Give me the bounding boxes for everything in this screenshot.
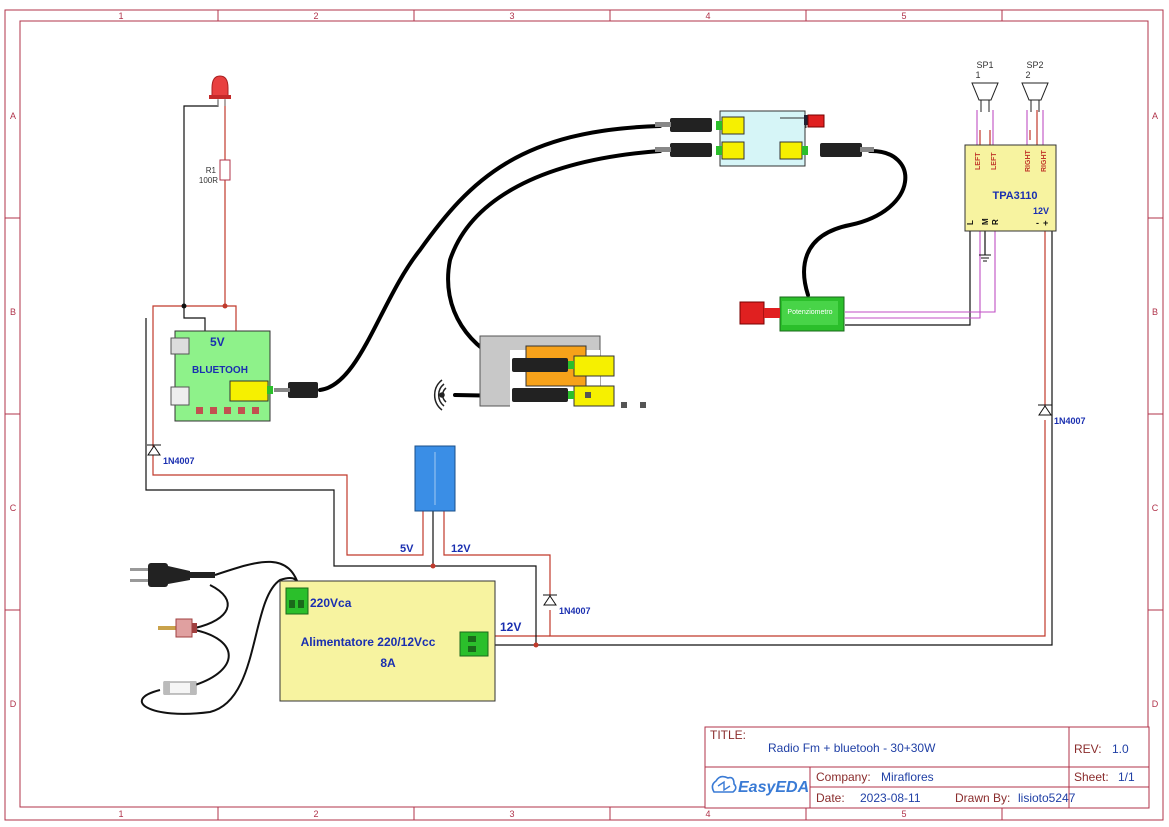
speaker-sp1-icon xyxy=(971,82,999,112)
col-label: 2 xyxy=(313,809,318,819)
psu-12v-label: 12V xyxy=(500,620,521,634)
sp2-pin: 2 xyxy=(1025,70,1030,80)
power-supply xyxy=(279,580,496,702)
amp-pin-m: M xyxy=(981,218,990,225)
red-wires xyxy=(152,100,1046,637)
diode-icon xyxy=(543,594,557,606)
date-value: 2023-08-11 xyxy=(860,791,921,805)
amp-pin-label: LEFT xyxy=(975,152,982,170)
conv-5v-label: 5V xyxy=(400,543,414,555)
bt-name-label: BLUETOOH xyxy=(192,365,248,376)
row-label: D xyxy=(10,699,17,709)
diode-icon xyxy=(147,444,161,456)
company-value: Miraflores xyxy=(881,770,934,784)
sp2-ref: SP2 xyxy=(1026,60,1043,70)
speaker-sp2-icon xyxy=(1021,82,1049,112)
amp-pin-label: RIGHT xyxy=(1041,150,1048,173)
audio-cables xyxy=(318,124,908,398)
amp-pin-label: LEFT xyxy=(991,152,998,170)
frame-labels: 1 2 3 4 5 1 2 3 4 5 A B C D A B C D xyxy=(10,11,1159,819)
diode-right-label: 1N4007 xyxy=(1054,416,1086,426)
rev-value: 1.0 xyxy=(1112,742,1129,756)
resistor-r1: R1 100R xyxy=(199,159,231,185)
sp1-pin: 1 xyxy=(975,70,980,80)
row-label: B xyxy=(10,307,16,317)
diode-left-label: 1N4007 xyxy=(163,456,195,466)
sp1-ref: SP1 xyxy=(976,60,993,70)
r1-value-label: 100R xyxy=(199,176,218,185)
dc-converter xyxy=(414,445,456,512)
drawn-caption: Drawn By: xyxy=(955,791,1010,805)
amp-pin-l: L xyxy=(966,220,975,225)
mains-cords xyxy=(140,560,301,715)
col-label: 5 xyxy=(901,809,906,819)
sheet-value: 1/1 xyxy=(1118,770,1135,784)
led-icon xyxy=(209,75,231,106)
jack-plugs xyxy=(655,118,874,157)
audio-wires xyxy=(845,110,1044,319)
amplifier-tpa3110 xyxy=(964,144,1057,232)
amp-pin-plus: + xyxy=(1043,218,1048,228)
bluetooth-module: 5V BLUETOOH xyxy=(170,330,273,422)
col-label: 5 xyxy=(901,11,906,21)
drawing-frame xyxy=(4,9,1164,821)
ground-symbol xyxy=(979,254,991,262)
diode-mid-label: 1N4007 xyxy=(559,606,591,616)
row-label: C xyxy=(1152,503,1159,513)
col-label: 4 xyxy=(705,11,710,21)
logo-text: EasyEDA xyxy=(738,779,809,796)
row-label: D xyxy=(1152,699,1159,709)
amp-pin-label: RIGHT xyxy=(1025,150,1032,173)
psu-220-label: 220Vca xyxy=(310,596,352,610)
mains-plug-icon xyxy=(130,563,215,587)
amp-pin-minus: - xyxy=(1036,218,1039,228)
pot-label: Potenziometro xyxy=(787,309,832,316)
row-label: C xyxy=(10,503,17,513)
amp-name-label: TPA3110 xyxy=(992,190,1037,202)
date-caption: Date: xyxy=(816,791,845,805)
r1-ref-label: R1 xyxy=(206,166,217,175)
wifi-antenna-icon xyxy=(433,379,447,411)
potentiometer: Potenziometro xyxy=(739,296,845,332)
rev-caption: REV: xyxy=(1074,742,1102,756)
jack-plug-icon xyxy=(274,382,318,398)
sheet-caption: Sheet: xyxy=(1074,770,1109,784)
title-value: Radio Fm + bluetooh - 30+30W xyxy=(768,741,936,755)
company-caption: Company: xyxy=(816,770,871,784)
fm-radio-module xyxy=(479,335,646,410)
audio-switch-board xyxy=(716,110,825,167)
psu-amp-label: 8A xyxy=(380,656,396,670)
bt-5v-label: 5V xyxy=(210,335,225,349)
col-label: 1 xyxy=(118,809,123,819)
junction-dots xyxy=(181,303,539,648)
conv-12v-label: 12V xyxy=(451,543,471,555)
easyeda-logo: EasyEDA xyxy=(711,775,809,796)
psu-name-label: Alimentatore 220/12Vcc xyxy=(301,635,436,649)
col-label: 2 xyxy=(313,11,318,21)
row-label: A xyxy=(10,111,16,121)
col-label: 3 xyxy=(509,809,514,819)
col-label: 4 xyxy=(705,809,710,819)
row-label: B xyxy=(1152,307,1158,317)
amp-pin-r: R xyxy=(991,219,1000,225)
diode-icon xyxy=(1038,404,1052,416)
row-label: A xyxy=(1152,111,1158,121)
col-label: 3 xyxy=(509,11,514,21)
col-label: 1 xyxy=(118,11,123,21)
title-caption: TITLE: xyxy=(710,728,746,742)
amp-12v-label: 12V xyxy=(1033,206,1049,216)
title-block xyxy=(704,726,1150,809)
drawn-value: lisioto5247 xyxy=(1018,791,1076,805)
toggle-switch-icon xyxy=(158,618,197,638)
fuse-icon xyxy=(163,681,197,695)
